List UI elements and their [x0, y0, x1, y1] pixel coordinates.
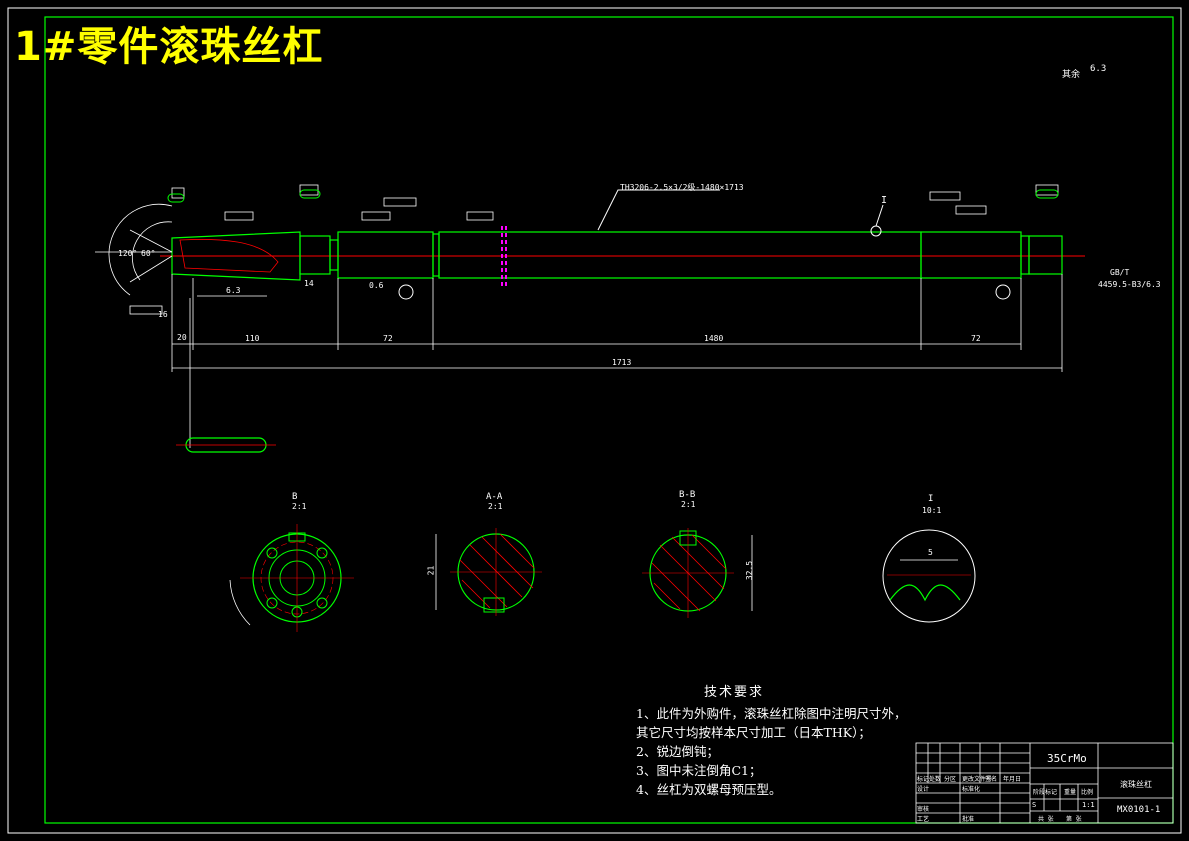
title-block-sheet: S — [1032, 801, 1037, 809]
roughness-label: 其余 — [1062, 70, 1081, 80]
tech-item: 4、丝杠为双螺母预压型。 — [636, 782, 782, 797]
detail-i-label: I — [928, 494, 934, 504]
section-view-aa — [435, 528, 542, 616]
title-block-scale: 1:1 — [1082, 801, 1095, 809]
tb-label: 签名 — [985, 776, 998, 783]
small-slot — [1035, 189, 1059, 199]
dim-120-deg: 120° — [118, 249, 138, 258]
title-block-part-name: 滚珠丝杠 — [1120, 780, 1152, 789]
tb-label: 年月日 — [1003, 776, 1022, 783]
tb-label: 审核 — [917, 806, 930, 813]
tb-label: 标记 — [917, 776, 930, 783]
section-bb-scale: 2:1 — [681, 500, 696, 509]
outer-frame — [7, 7, 1182, 834]
dim-6-3: 6.3 — [226, 286, 241, 295]
cone-angle-annotations — [95, 203, 173, 296]
detail-callout-leader — [875, 204, 884, 227]
thread-note: TH3206-2.5×3/2级-1480×1713 — [620, 183, 744, 192]
tb-label: 标准化 — [962, 786, 981, 793]
tech-item: 2、锐边倒钝； — [636, 744, 719, 759]
tech-heading: 技术要求 — [704, 685, 765, 700]
tolerance-frames — [129, 184, 1059, 315]
dim-14: 14 — [304, 279, 314, 288]
dimension-lines — [171, 274, 1063, 448]
dim-1480: 1480 — [704, 334, 724, 343]
dim-72-left: 72 — [383, 334, 393, 343]
drawing-title: 1#零件滚珠丝杠 — [14, 24, 324, 70]
title-block — [915, 742, 1174, 824]
title-block-drawing-number: MX0101-1 — [1117, 805, 1161, 815]
tech-item: 3、图中未注倒角C1； — [636, 763, 762, 778]
tb-label: 共 张 — [1038, 816, 1054, 823]
tb-label: 设计 — [917, 786, 930, 793]
dim-0-6: 0.6 — [369, 281, 384, 290]
tb-label: 第 张 — [1066, 816, 1082, 823]
datum-b-circle — [995, 284, 1011, 300]
dim-60-deg: 60° — [141, 249, 156, 258]
gb-note-line2: 4459.5-B3/6.3 — [1098, 280, 1161, 289]
detail-callout-circle — [870, 225, 882, 237]
section-b-label: B — [292, 492, 298, 502]
datum-a-circle — [398, 284, 414, 300]
dim-16: 16 — [158, 310, 168, 319]
tb-label: 分区 — [944, 776, 957, 783]
section-view-b — [229, 524, 354, 632]
tech-item: 其它尺寸均按样本尺寸加工（日本THK）； — [636, 725, 871, 740]
technical-requirements: 技术要求 1、此件为外购件，滚珠丝杠除图中注明尺寸外， 其它尺寸均按样本尺寸加工… — [636, 683, 906, 799]
tech-item: 1、此件为外购件，滚珠丝杠除图中注明尺寸外， — [636, 706, 907, 721]
detail-i-scale: 10:1 — [922, 506, 942, 515]
inner-frame — [44, 16, 1174, 824]
small-slot — [299, 189, 321, 199]
tb-label: 工艺 — [917, 816, 930, 823]
dim-72-right: 72 — [971, 334, 981, 343]
title-block-material: 35CrMo — [1047, 752, 1087, 765]
dim-1713: 1713 — [612, 358, 632, 367]
thread-note-leader — [597, 189, 720, 231]
small-slot — [167, 193, 185, 203]
dim-21: 21 — [426, 565, 436, 576]
section-bb-label: B-B — [679, 490, 696, 500]
dim-20: 20 — [177, 333, 187, 342]
dim-5: 5 — [928, 548, 933, 557]
roughness-value: 6.3 — [1090, 64, 1107, 74]
dim-32-5: 32.5 — [745, 560, 755, 581]
section-view-bb — [642, 528, 753, 618]
tb-label: 批准 — [962, 816, 975, 823]
section-b-scale: 2:1 — [292, 502, 307, 511]
tb-label: 处数 — [929, 776, 942, 783]
tb-label: 重量 — [1064, 789, 1077, 796]
tb-label: 比例 — [1081, 789, 1094, 796]
gb-note-line1: GB/T — [1110, 268, 1130, 277]
section-aa-label: A-A — [486, 492, 503, 502]
detail-view-i — [882, 529, 976, 623]
section-aa-scale: 2:1 — [488, 502, 503, 511]
dim-110: 110 — [245, 334, 260, 343]
shaft-outline — [171, 231, 1063, 281]
tb-label: 更改文件号 — [962, 776, 993, 783]
detail-callout-label: I — [881, 195, 888, 206]
tb-label: 阶段标记 — [1033, 789, 1058, 796]
